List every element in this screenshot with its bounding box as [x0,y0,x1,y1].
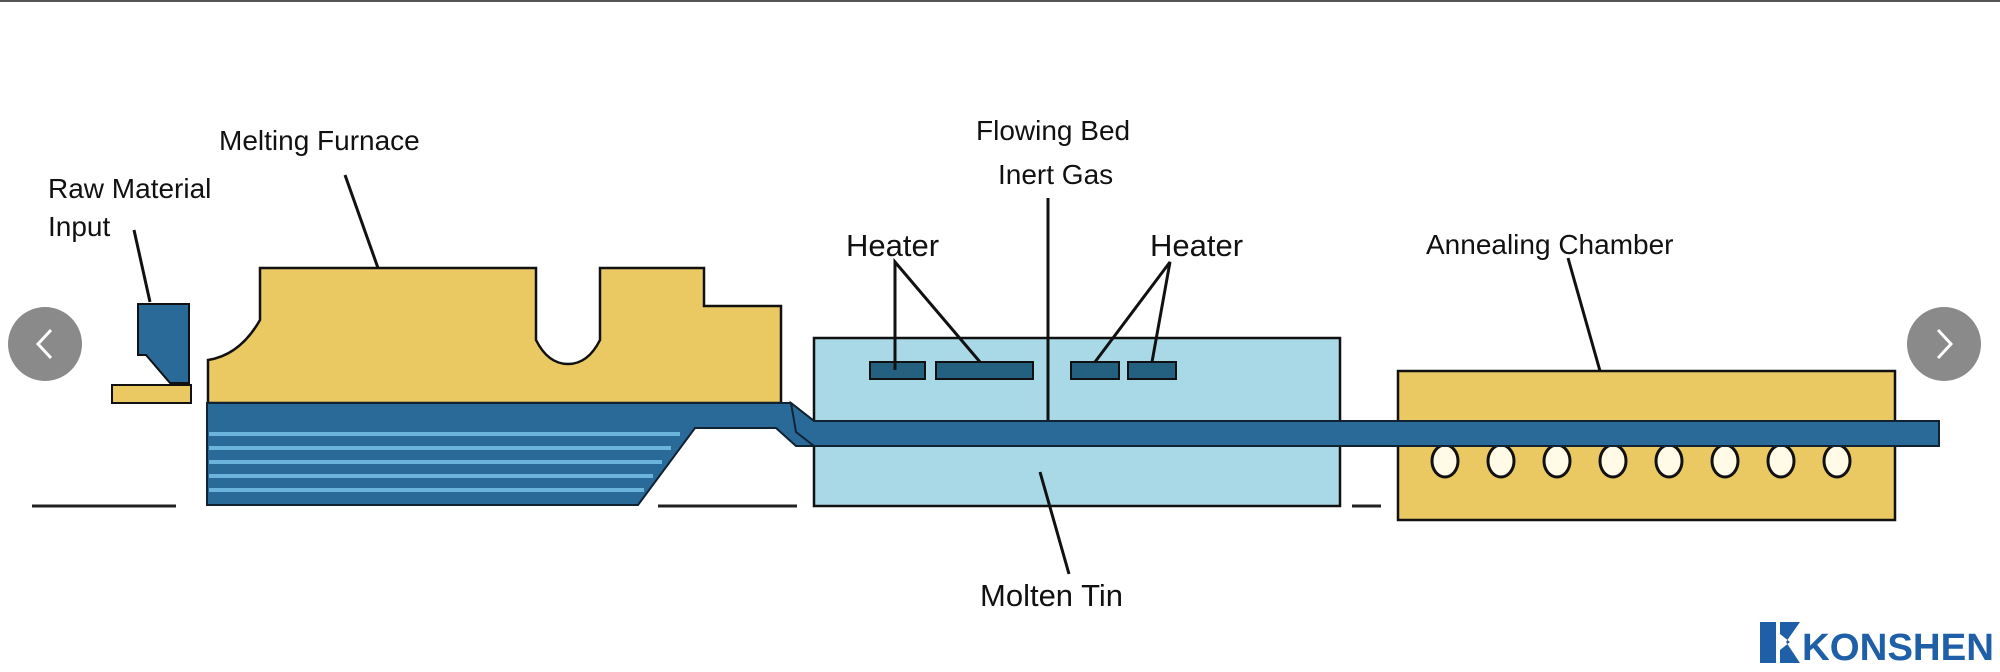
chevron-left-icon [35,328,53,360]
melting-furnace [206,266,783,405]
feed-plate [111,384,192,404]
heater-2 [935,361,1034,380]
heater-1 [869,361,926,380]
label-inert-gas: Inert Gas [998,159,1113,190]
label-raw-material: Raw Material [48,173,211,204]
label-molten-tin: Molten Tin [980,578,1123,613]
label-raw-material-input: Input [48,211,110,242]
heater-3 [1070,361,1120,380]
leader-lines [132,174,1602,575]
label-flowing-bed: Flowing Bed [976,115,1130,146]
raw-material-hopper [137,303,190,384]
svg-text:KONSHEN: KONSHEN [1802,627,1994,669]
heater-4 [1127,361,1177,380]
label-heater-right: Heater [1150,228,1243,263]
label-melting-furnace: Melting Furnace [219,125,420,156]
konshen-logo: KONSHEN [1760,622,1994,669]
chevron-right-icon [1936,328,1954,360]
label-heater-left: Heater [846,228,939,263]
glass-ribbon [789,400,1940,447]
heaters [869,361,1177,380]
rollers [1430,443,1852,479]
glass-stripes [209,432,680,492]
label-annealing-chamber: Annealing Chamber [1426,229,1674,260]
previous-slide-button[interactable] [8,307,82,381]
next-slide-button[interactable] [1907,307,1981,381]
